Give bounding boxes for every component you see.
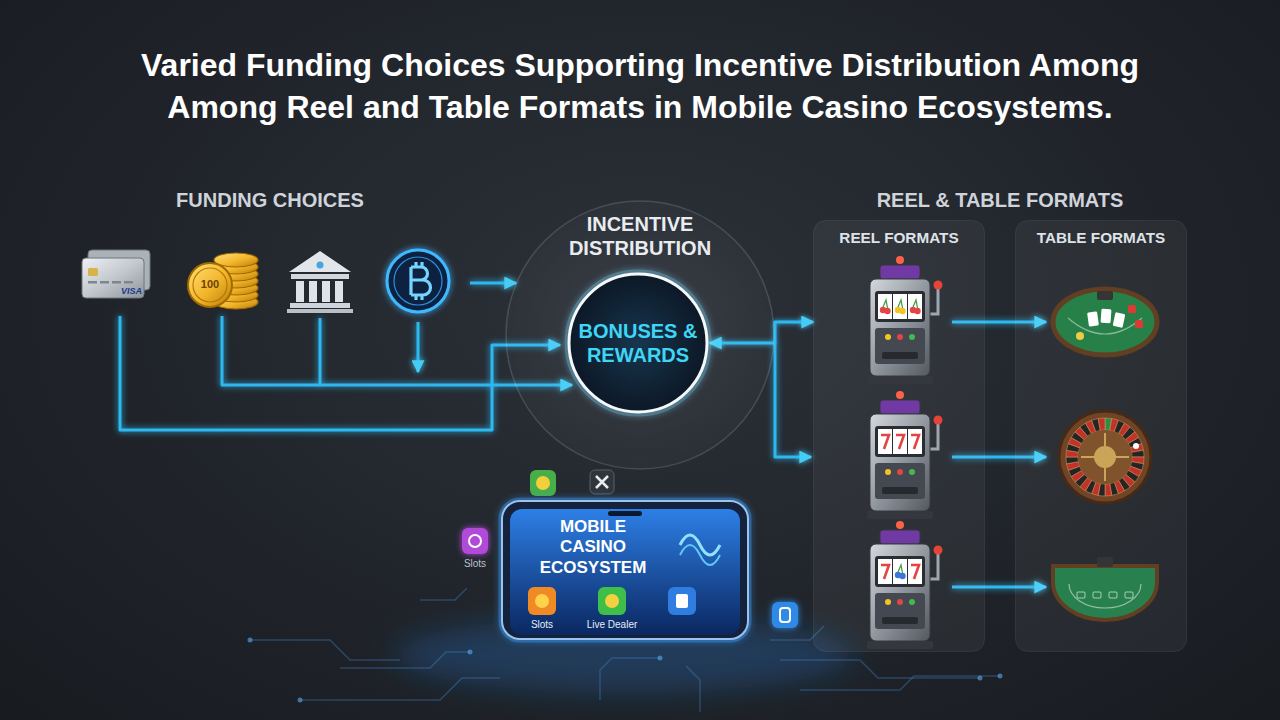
node-text: REEL FORMATS bbox=[813, 229, 985, 247]
app-icon bbox=[528, 587, 556, 615]
app-glyph bbox=[536, 476, 550, 490]
hub-outline bbox=[569, 274, 707, 412]
app-icon bbox=[462, 528, 488, 554]
hub-circle: BONUSES & REWARDS bbox=[566, 271, 710, 415]
node-text: MOBILE CASINO ECOSYSTEM bbox=[528, 517, 658, 578]
credit-card-icon bbox=[82, 250, 150, 298]
format-panel: TABLE FORMATS bbox=[1015, 220, 1187, 652]
coin-face bbox=[188, 263, 232, 307]
app-glyph bbox=[596, 476, 608, 488]
card-chip bbox=[88, 268, 98, 276]
card-digits bbox=[112, 281, 121, 284]
phone-display bbox=[510, 509, 740, 635]
coin-value: 100 bbox=[194, 278, 226, 291]
app-icon bbox=[668, 587, 696, 615]
node-text: INCENTIVE DISTRIBUTION bbox=[555, 212, 725, 260]
coin-rim bbox=[193, 268, 227, 302]
hub-glow bbox=[567, 272, 709, 414]
card-front bbox=[82, 258, 144, 298]
connector-arrow bbox=[762, 584, 813, 587]
node-shape bbox=[566, 271, 710, 415]
app-glyph bbox=[780, 608, 790, 622]
app-label: Slots bbox=[522, 619, 562, 631]
circuit-dot bbox=[468, 650, 473, 655]
branch-arrow bbox=[775, 343, 811, 457]
circuit-trace bbox=[250, 640, 400, 660]
node-text: BONUSES & REWARDS bbox=[573, 319, 703, 367]
card-digits bbox=[100, 281, 109, 284]
phone-notch bbox=[608, 511, 642, 516]
circuit-dot bbox=[658, 656, 663, 661]
card-digits bbox=[124, 281, 133, 284]
bank-column bbox=[309, 281, 317, 302]
diagram-title: Varied Funding Choices Supporting Incent… bbox=[110, 44, 1170, 128]
region-outline bbox=[506, 201, 774, 469]
app-icon bbox=[590, 470, 614, 494]
app-glyph bbox=[605, 594, 619, 608]
funding-arrow bbox=[470, 282, 516, 285]
circuit-trace bbox=[800, 676, 1000, 690]
circuit-trace bbox=[600, 658, 660, 700]
circuit-dot bbox=[248, 638, 253, 643]
circuit-trace bbox=[686, 666, 700, 712]
phone-glow bbox=[500, 499, 750, 641]
circuit-trace bbox=[300, 678, 500, 700]
app-label: Live Dealer bbox=[577, 619, 647, 631]
bank-column bbox=[296, 281, 304, 302]
region-circle: INCENTIVE DISTRIBUTION BONUSES & REWARDS bbox=[505, 200, 775, 470]
card-brand: VISA bbox=[110, 286, 142, 297]
app-glyph bbox=[676, 594, 688, 608]
bank-base bbox=[290, 303, 350, 308]
funding-line bbox=[319, 318, 322, 385]
panel-outline bbox=[1016, 221, 1187, 652]
section-heading: FUNDING CHOICES bbox=[120, 188, 420, 212]
app-icon bbox=[598, 587, 626, 615]
section-heading: REEL & TABLE FORMATS bbox=[850, 188, 1150, 212]
panel-outline bbox=[814, 221, 985, 652]
phone-body bbox=[502, 501, 748, 639]
bank-base bbox=[287, 309, 353, 313]
format-panel: REEL FORMATS bbox=[813, 220, 985, 652]
circuit-trace bbox=[420, 588, 467, 600]
bank-roof bbox=[289, 251, 351, 272]
bitcoin-icon bbox=[387, 250, 449, 312]
app-icon bbox=[772, 602, 798, 628]
bank-icon bbox=[287, 251, 353, 313]
card-digits bbox=[88, 281, 97, 284]
circuit-dot bbox=[998, 674, 1003, 679]
bitcoin-symbol bbox=[411, 262, 431, 300]
node-text: TABLE FORMATS bbox=[1015, 229, 1187, 247]
circuit-dot bbox=[978, 676, 983, 681]
node-shape bbox=[813, 220, 985, 652]
app-glyph bbox=[535, 594, 549, 608]
app-glyph bbox=[469, 535, 481, 547]
bank-beam bbox=[291, 274, 349, 279]
bank-emblem bbox=[317, 262, 324, 269]
floor-glow bbox=[395, 617, 855, 693]
coin-stack-icon bbox=[188, 253, 258, 309]
bank-column bbox=[335, 281, 343, 302]
funding-arrow bbox=[417, 322, 420, 372]
bitcoin-ring bbox=[387, 250, 449, 312]
phone-logo bbox=[680, 535, 720, 555]
bitcoin-inner bbox=[394, 257, 442, 305]
funding-lines bbox=[120, 283, 572, 430]
phone-logo bbox=[680, 545, 720, 565]
circuit-dot bbox=[298, 698, 303, 703]
app-label: Slots bbox=[450, 558, 500, 570]
node-shape bbox=[1015, 220, 1187, 652]
app-icon bbox=[530, 470, 556, 496]
bank-column bbox=[322, 281, 330, 302]
funding-line bbox=[120, 316, 560, 430]
